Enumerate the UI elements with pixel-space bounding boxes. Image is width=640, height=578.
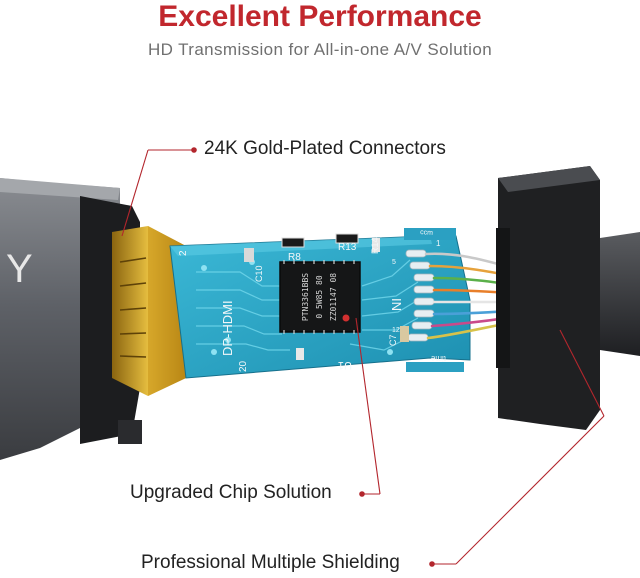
label-u1: U1 — [338, 359, 352, 371]
label-time: time — [430, 354, 446, 363]
label-r8: R8 — [288, 252, 301, 263]
label-pin20: 20 — [238, 360, 249, 372]
callout-shielding: Professional Multiple Shielding — [141, 552, 400, 573]
resistor-r8 — [281, 237, 305, 248]
label-c7: C7 — [388, 334, 398, 346]
page-title: Excellent Performance — [158, 0, 482, 33]
resistor-r13 — [335, 233, 359, 244]
cable-housing — [498, 166, 600, 430]
label-r14: R14 — [370, 237, 380, 254]
capacitor-c7 — [400, 326, 409, 342]
chip-marking-2: 0 5W85 80 — [315, 275, 324, 319]
label-pin12: 12 — [392, 327, 400, 334]
label-in: IN — [389, 298, 404, 311]
chip-marking-3: ZZ01147 08 — [329, 273, 338, 321]
chip-marking-1: PTN3361BBS — [301, 273, 310, 321]
callout-connectors: 24K Gold-Plated Connectors — [204, 138, 446, 159]
label-ccm: ccm — [420, 229, 433, 237]
label-pin2: 2 — [178, 250, 189, 256]
board-label: DP-HDMI — [220, 300, 235, 356]
callout-chip: Upgraded Chip Solution — [130, 482, 332, 503]
label-pin1: 1 — [436, 239, 441, 248]
label-pin5: 5 — [392, 259, 396, 266]
label-c10: C10 — [254, 265, 264, 282]
page-subtitle: HD Transmission for All-in-one A/V Solut… — [147, 40, 493, 59]
label-r13: R13 — [338, 242, 357, 253]
brand-logo: Y — [6, 247, 33, 291]
cable — [600, 232, 640, 356]
